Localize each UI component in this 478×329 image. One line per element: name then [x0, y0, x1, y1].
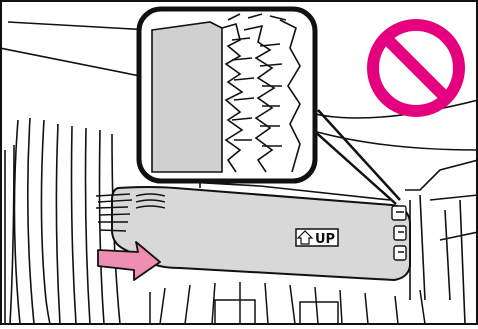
prohibited-icon — [373, 25, 459, 111]
magnified-inset — [139, 9, 315, 181]
cover-right-clips — [392, 206, 406, 260]
up-text: UP — [315, 232, 335, 247]
up-label: UP — [296, 229, 338, 247]
